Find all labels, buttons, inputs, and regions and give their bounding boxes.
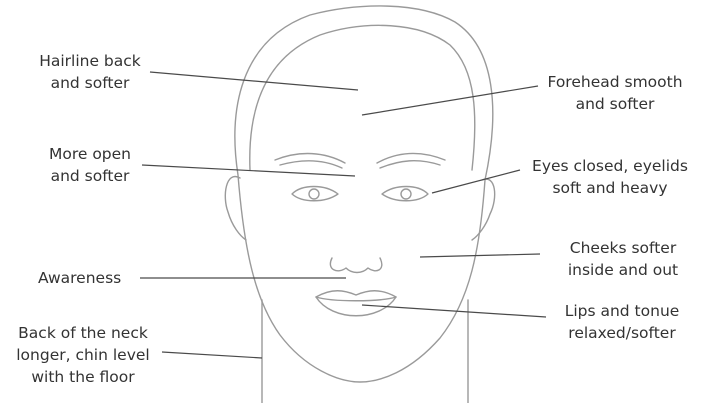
label-hairline: Hairline back and softer xyxy=(16,50,164,94)
label-forehead-line1: Forehead smooth xyxy=(532,71,698,93)
label-awareness: Awareness xyxy=(38,267,121,289)
pointer-neck xyxy=(162,352,262,358)
label-lips-line1: Lips and tonue xyxy=(544,300,700,322)
left-eyebrow-lower xyxy=(280,161,342,168)
right-iris xyxy=(401,189,411,199)
pointer-brows xyxy=(142,165,355,176)
label-eyes: Eyes closed, eyelids soft and heavy xyxy=(512,155,708,199)
left-ear xyxy=(225,177,246,240)
label-brows-line2: and softer xyxy=(20,165,160,187)
label-cheeks: Cheeks softer inside and out xyxy=(538,237,708,281)
right-eyebrow-lower xyxy=(380,161,440,168)
label-eyes-line2: soft and heavy xyxy=(512,177,708,199)
label-cheeks-line2: inside and out xyxy=(538,259,708,281)
label-neck-line3: with the floor xyxy=(4,366,162,388)
head-outline xyxy=(235,6,493,382)
left-iris xyxy=(309,189,319,199)
pointer-hairline xyxy=(150,72,358,90)
right-ear xyxy=(472,179,495,240)
label-neck: Back of the neck longer, chin level with… xyxy=(4,322,162,388)
label-brows: More open and softer xyxy=(20,143,160,187)
nose xyxy=(330,258,381,273)
pointer-lips xyxy=(362,305,546,317)
label-lips-line2: relaxed/softer xyxy=(544,322,700,344)
pointer-eyes xyxy=(432,170,520,193)
right-eyebrow xyxy=(377,154,445,163)
label-hairline-line2: and softer xyxy=(16,72,164,94)
label-cheeks-line1: Cheeks softer xyxy=(538,237,708,259)
label-forehead: Forehead smooth and softer xyxy=(532,71,698,115)
left-eyebrow xyxy=(275,154,345,163)
hairline xyxy=(250,25,475,170)
pointer-cheeks xyxy=(420,254,540,257)
label-forehead-line2: and softer xyxy=(532,93,698,115)
label-lips: Lips and tonue relaxed/softer xyxy=(544,300,700,344)
label-eyes-line1: Eyes closed, eyelids xyxy=(512,155,708,177)
label-neck-line1: Back of the neck xyxy=(4,322,162,344)
label-awareness-line1: Awareness xyxy=(38,267,121,289)
label-neck-line2: longer, chin level xyxy=(4,344,162,366)
upper-lip xyxy=(316,291,396,301)
label-hairline-line1: Hairline back xyxy=(16,50,164,72)
label-brows-line1: More open xyxy=(20,143,160,165)
pointer-forehead xyxy=(362,86,538,115)
